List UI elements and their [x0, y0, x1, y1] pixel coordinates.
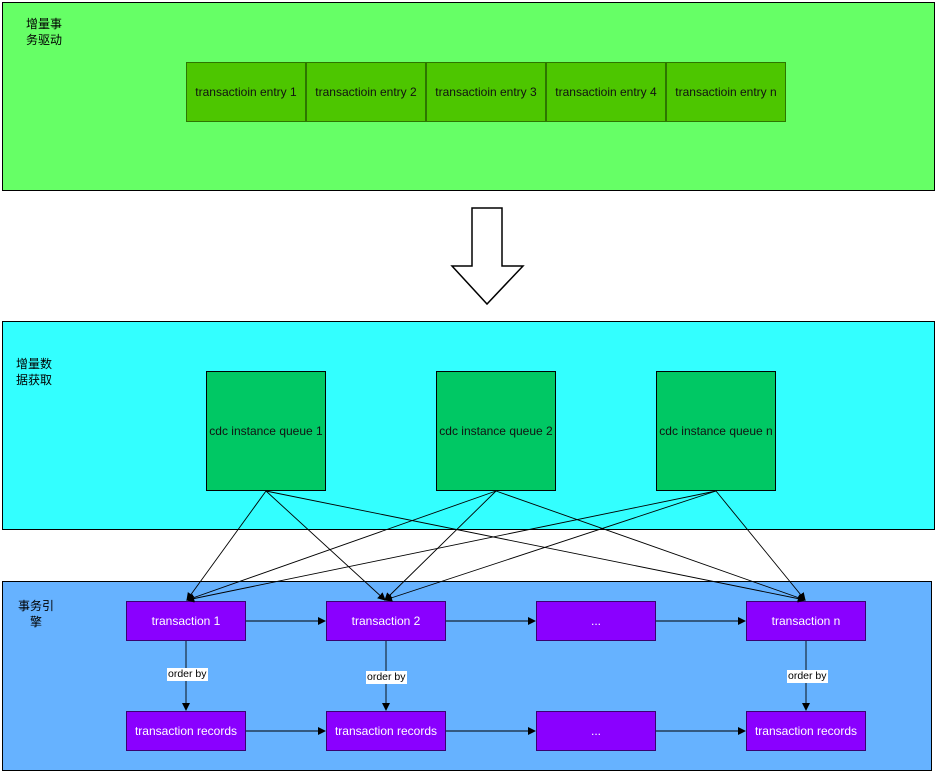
big-down-arrow — [450, 207, 525, 306]
transaction-engine-label: 事务引 擎 — [17, 599, 54, 629]
transaction-records-2[interactable]: transaction records — [326, 711, 446, 751]
transaction-ellipsis[interactable]: ... — [536, 601, 656, 641]
transaction-entry-3[interactable]: transactioin entry 3 — [426, 62, 546, 122]
incremental-data-fetch-label: 增量数 据获取 — [15, 357, 52, 387]
cdc-instance-queue-2[interactable]: cdc instance queue 2 — [436, 371, 556, 491]
cdc-instance-queue-1[interactable]: cdc instance queue 1 — [206, 371, 326, 491]
transaction-records-ellipsis[interactable]: ... — [536, 711, 656, 751]
transaction-records-n[interactable]: transaction records — [746, 711, 866, 751]
transaction-entry-2[interactable]: transactioin entry 2 — [306, 62, 426, 122]
order-by-label-2: order by — [366, 671, 407, 684]
order-by-label-n: order by — [787, 670, 828, 683]
cdc-instance-queue-n[interactable]: cdc instance queue n — [656, 371, 776, 491]
order-by-label-1: order by — [167, 668, 208, 681]
transaction-1[interactable]: transaction 1 — [126, 601, 246, 641]
transaction-2[interactable]: transaction 2 — [326, 601, 446, 641]
transaction-entry-4[interactable]: transactioin entry 4 — [546, 62, 666, 122]
transaction-records-1[interactable]: transaction records — [126, 711, 246, 751]
transaction-n[interactable]: transaction n — [746, 601, 866, 641]
transaction-entry-1[interactable]: transactioin entry 1 — [186, 62, 306, 122]
incremental-transaction-driver-label: 增量事 务驱动 — [25, 17, 62, 47]
transaction-entry-n[interactable]: transactioin entry n — [666, 62, 786, 122]
